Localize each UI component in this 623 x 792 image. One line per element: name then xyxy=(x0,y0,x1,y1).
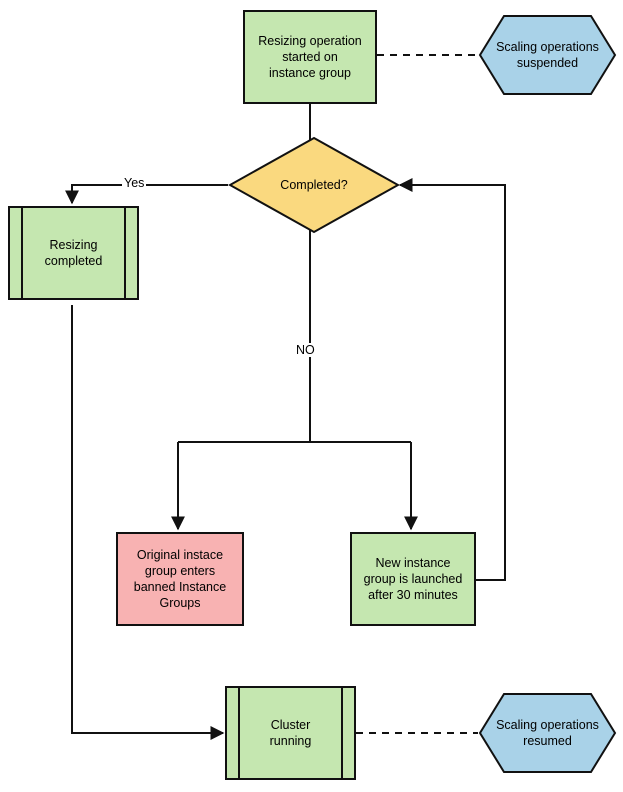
edge-newgroup-feedback xyxy=(398,178,506,581)
node-scaling-resumed-label: Scaling operations resumed xyxy=(496,718,599,748)
edge-decision-yes xyxy=(65,184,228,205)
edge-label-yes: Yes xyxy=(122,176,147,190)
node-original-banned-label: Original instace group enters banned Ins… xyxy=(133,548,227,610)
node-scaling-suspended[interactable]: Scaling operations suspended xyxy=(478,14,617,96)
node-original-banned[interactable]: Original instace group enters banned Ins… xyxy=(116,532,244,626)
node-new-group-launched[interactable]: New instance group is launched after 30 … xyxy=(350,532,476,626)
node-resizing-completed-label: Resizing completed xyxy=(44,238,103,268)
hexagon-shape xyxy=(478,693,617,773)
node-cluster-running[interactable]: Cluster running xyxy=(225,686,356,780)
node-resizing-completed[interactable]: Resizing completed xyxy=(8,206,139,300)
edge-resizingcompleted-to-cluster xyxy=(71,305,225,740)
node-resizing-started-label: Resizing operation started on instance g… xyxy=(258,34,362,80)
node-scaling-resumed[interactable]: Scaling operations resumed xyxy=(478,692,617,774)
node-resizing-started[interactable]: Resizing operation started on instance g… xyxy=(243,10,377,104)
node-new-group-launched-label: New instance group is launched after 30 … xyxy=(363,556,463,602)
node-completed-decision[interactable]: Completed? xyxy=(228,136,400,234)
edge-label-no: NO xyxy=(294,343,317,357)
node-completed-decision-label: Completed? xyxy=(280,178,348,192)
node-cluster-running-label: Cluster running xyxy=(269,718,312,748)
node-scaling-suspended-label: Scaling operations suspended xyxy=(496,40,599,70)
diamond-shape xyxy=(228,136,400,234)
hexagon-shape xyxy=(478,15,617,95)
